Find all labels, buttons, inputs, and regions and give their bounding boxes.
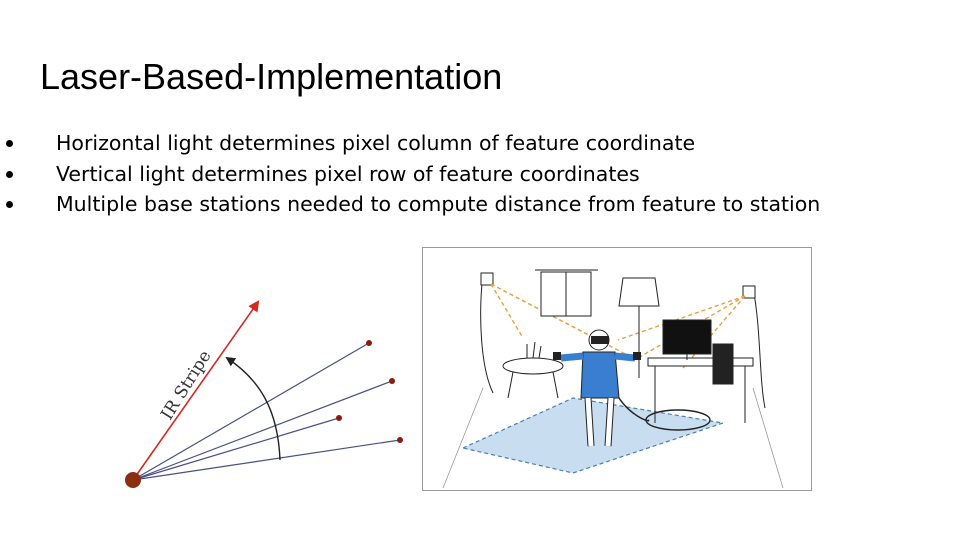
person-body <box>580 351 620 399</box>
bullet-dot-icon <box>6 201 13 208</box>
floor-lamp <box>618 277 660 378</box>
vr-room-illustration <box>422 247 812 491</box>
ir-stripe-line <box>132 300 260 481</box>
person-arms <box>560 352 636 362</box>
base-station-right <box>742 285 756 299</box>
ray-2 <box>132 380 393 481</box>
base-station-left <box>480 272 494 286</box>
controller-right <box>633 352 641 360</box>
bullet-text: Horizontal light determines pixel column… <box>56 131 696 155</box>
laser-beams <box>490 283 746 369</box>
monitor <box>662 319 712 355</box>
pc-tower <box>712 343 734 385</box>
ray-endpoint <box>366 340 372 346</box>
bullet-item: Multiple base stations needed to compute… <box>0 189 820 220</box>
ray-endpoint <box>336 415 342 421</box>
ir-stripe-diagram: IR Stripe <box>125 300 403 488</box>
bullet-text: Vertical light determines pixel row of f… <box>56 161 640 186</box>
vr-room-drawing <box>442 269 784 489</box>
ray-3 <box>132 417 340 481</box>
ray-1 <box>132 342 370 481</box>
slide-title: Laser-Based-Implementation <box>40 56 503 97</box>
controller-left <box>553 352 561 360</box>
sweep-arrow <box>225 356 281 461</box>
bullet-dot-icon <box>6 140 13 147</box>
bullet-item: Vertical light determines pixel row of f… <box>0 159 820 190</box>
ray-endpoint <box>389 378 395 384</box>
ray-4 <box>132 439 401 481</box>
bullet-list: Horizontal light determines pixel column… <box>0 128 820 220</box>
ray-endpoint <box>397 437 403 443</box>
base-station-origin <box>125 472 141 488</box>
side-table <box>502 357 564 375</box>
bullet-dot-icon <box>6 170 13 178</box>
vr-headset <box>591 336 609 344</box>
ir-stripe-label: IR Stripe <box>157 347 215 424</box>
bullet-item: Horizontal light determines pixel column… <box>0 128 820 159</box>
bullet-text: Multiple base stations needed to compute… <box>56 192 821 216</box>
